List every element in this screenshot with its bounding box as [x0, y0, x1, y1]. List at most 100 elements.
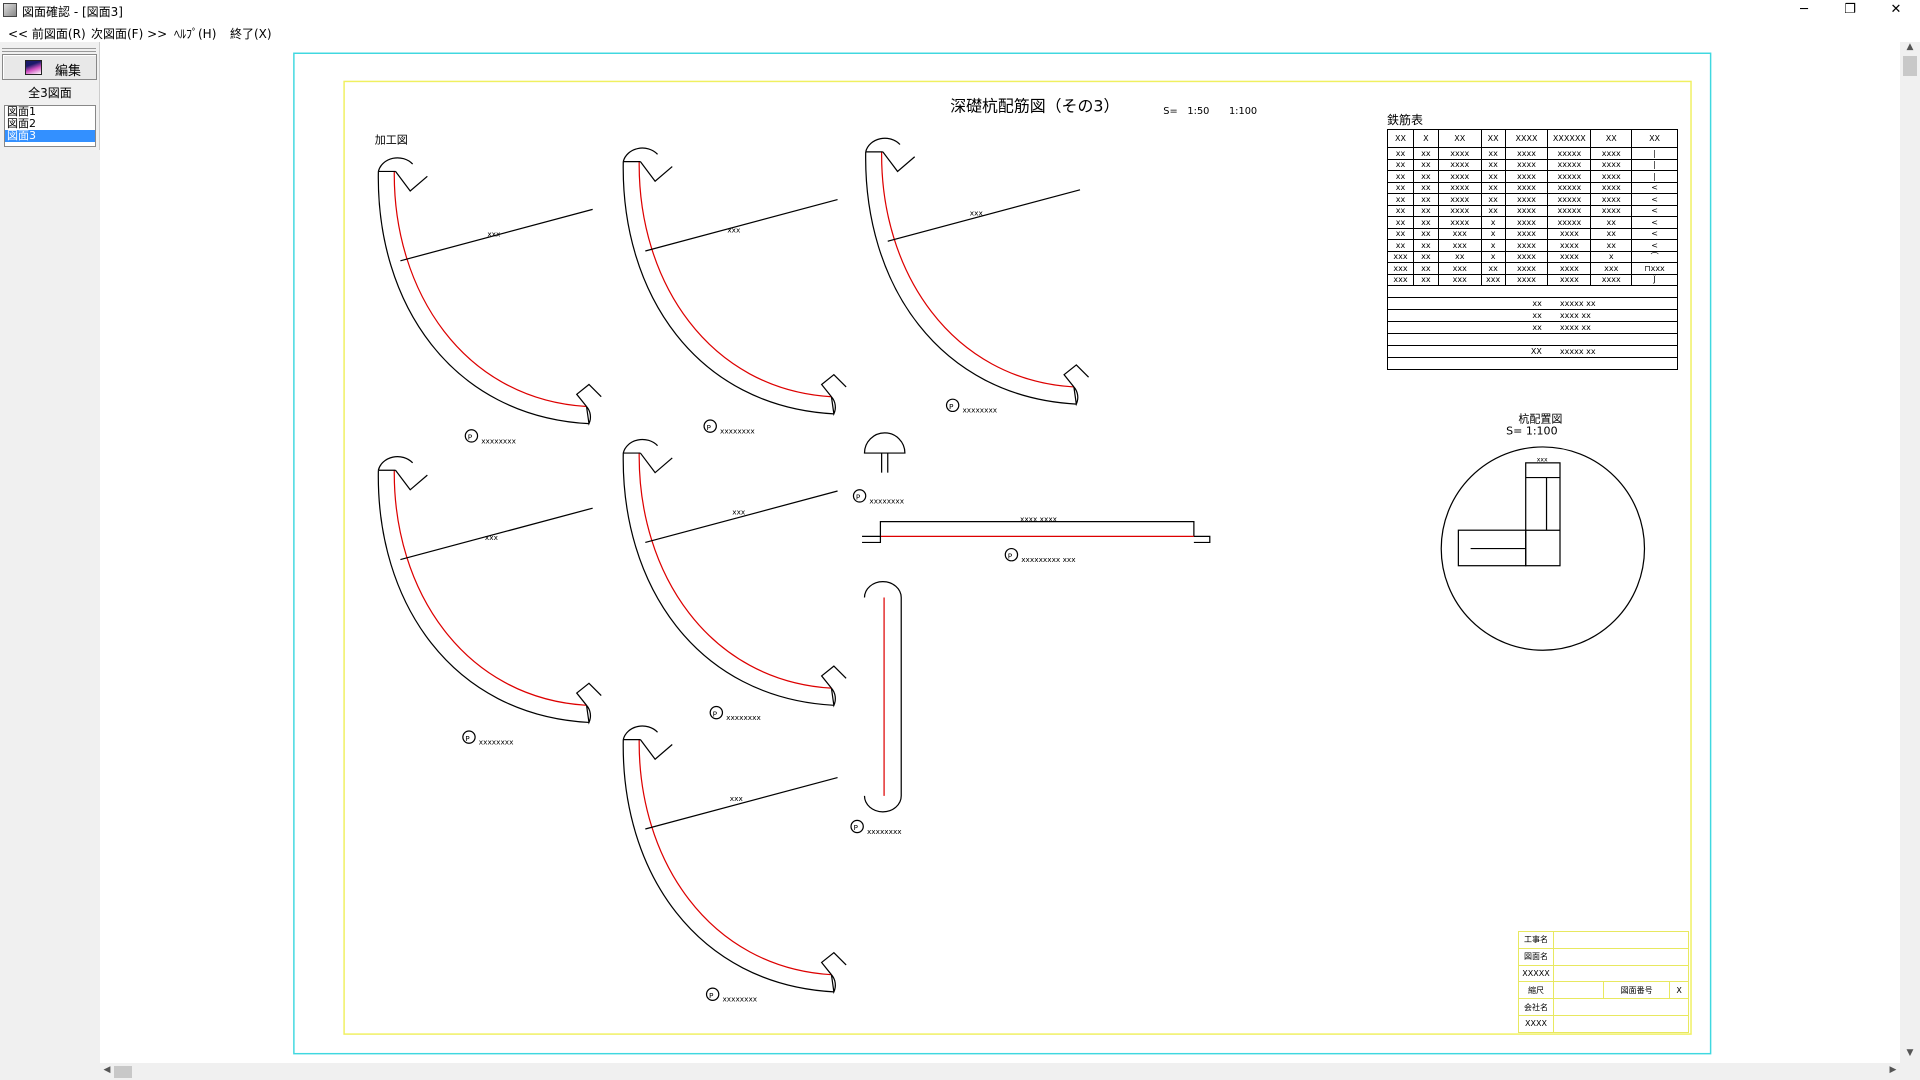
- edit-icon: [25, 60, 42, 75]
- rebar-table-cell: xxxxx: [1547, 181, 1592, 194]
- toolbar-grip[interactable]: [2, 48, 96, 52]
- rebar-table-cell: xxx: [1480, 273, 1506, 286]
- rebar-table-cell: xx: [1437, 250, 1482, 263]
- scroll-down-arrow[interactable]: ▼: [1906, 1048, 1914, 1058]
- menu-next-drawing[interactable]: 次図面(F) >>: [91, 27, 168, 41]
- tb-label: 図面名: [1518, 947, 1554, 966]
- vertical-scrollbar[interactable]: ▲ ▼: [1900, 42, 1920, 1063]
- rebar-table-cell: xxxx: [1437, 193, 1482, 206]
- rebar-table-cell: [1547, 357, 1678, 370]
- tb-label: XXXXX: [1518, 964, 1554, 983]
- rebar-table-cell: xxxx: [1437, 170, 1482, 183]
- drawing-list[interactable]: 図面1 図面2 図面3: [4, 105, 96, 147]
- scroll-left-arrow[interactable]: ◀: [103, 1065, 111, 1075]
- rebar-table-cell: xxx: [1387, 273, 1414, 286]
- menu-exit[interactable]: 終了(X): [230, 27, 272, 41]
- rebar-table-cell: xxxxx: [1547, 170, 1592, 183]
- rebar-table-cell: xxxxx xx: [1547, 297, 1678, 310]
- scroll-right-arrow[interactable]: ▶: [1889, 1065, 1897, 1075]
- rebar-table-cell: xx: [1412, 158, 1439, 171]
- rebar-table-cell: xxxx: [1590, 181, 1633, 194]
- rebar-table-cell: [1386, 285, 1548, 298]
- rebar-table-cell: xxxxx: [1547, 204, 1592, 217]
- rebar-table-cell: xx: [1412, 273, 1439, 286]
- tb-label: 工事名: [1518, 931, 1554, 949]
- horizontal-scroll-thumb[interactable]: [114, 1066, 132, 1078]
- rebar-table-cell: xxxx: [1504, 273, 1549, 286]
- title-bar: 図面確認 - [図面3] ─ ❐ ✕: [0, 0, 1920, 22]
- rebar-table-cell: xxx: [1437, 239, 1482, 252]
- rebar-table-cell: x: [1480, 216, 1506, 229]
- rebar-table-cell: X: [1412, 129, 1439, 148]
- rebar-table-cell: xxxx: [1504, 227, 1549, 240]
- minimize-button[interactable]: ─: [1800, 2, 1808, 17]
- rebar-table-cell: |: [1631, 147, 1678, 160]
- rebar-table-cell: xx: [1386, 321, 1548, 334]
- rebar-table-cell: xxxx: [1590, 193, 1633, 206]
- rebar-table-cell: x: [1590, 250, 1633, 263]
- rebar-table-cell: xx: [1387, 158, 1414, 171]
- rebar-table-row: [1386, 333, 1678, 346]
- rebar-table-cell: ⊓xxx: [1631, 262, 1678, 275]
- rebar-table-cell: xx: [1412, 227, 1439, 240]
- rebar-table-cell: xx: [1386, 309, 1548, 322]
- rebar-table-cell: xxxx: [1504, 250, 1549, 263]
- rebar-table-cell: xxx: [1387, 250, 1414, 263]
- tb-label: 会社名: [1518, 998, 1554, 1016]
- rebar-table-title: 鉄筋表: [1387, 113, 1424, 127]
- rebar-table-cell: xx: [1387, 147, 1414, 160]
- sidebar: 編集 全3図面 図面1 図面2 図面3: [0, 42, 100, 150]
- rebar-table-cell: xxxx: [1504, 262, 1549, 275]
- rebar-table-cell: xxxx: [1504, 158, 1549, 171]
- rebar-table-cell: xxxx: [1590, 273, 1633, 286]
- rebar-table-cell: xx: [1590, 216, 1633, 229]
- rebar-table-cell: xxxx: [1437, 216, 1482, 229]
- drawing-list-item[interactable]: 図面1: [7, 105, 36, 118]
- rebar-table-cell: XX: [1387, 129, 1414, 148]
- rebar-table-cell: xx: [1480, 147, 1506, 160]
- scroll-up-arrow[interactable]: ▲: [1906, 42, 1914, 52]
- rebar-table-cell: xx: [1590, 239, 1633, 252]
- restore-button[interactable]: ❐: [1844, 2, 1856, 17]
- rebar-table-cell: XX: [1480, 129, 1506, 148]
- rebar-table-cell: XXXXXX: [1547, 129, 1592, 148]
- close-button[interactable]: ✕: [1890, 2, 1902, 17]
- rebar-table-cell: xxxx: [1437, 181, 1482, 194]
- rebar-table-cell: xxxx: [1504, 204, 1549, 217]
- rebar-table-cell: XX: [1386, 345, 1548, 358]
- rebar-table-cell: xxxx: [1547, 239, 1592, 252]
- rebar-table-cell: [1547, 333, 1678, 346]
- rebar-table-cell: <: [1631, 181, 1678, 194]
- vertical-scroll-thumb[interactable]: [1903, 56, 1917, 76]
- rebar-table-cell: xx: [1412, 193, 1439, 206]
- rebar-table-cell: xxxx: [1504, 239, 1549, 252]
- edit-button[interactable]: 編集: [2, 54, 97, 80]
- rebar-table-row: [1386, 357, 1678, 370]
- horizontal-scrollbar[interactable]: ◀ ▶: [100, 1063, 1900, 1080]
- rebar-table-cell: <: [1631, 204, 1678, 217]
- rebar-table-cell: xx: [1480, 181, 1506, 194]
- tb-label: 縮尺: [1518, 981, 1554, 1000]
- drawing-list-item-selected[interactable]: 図面3: [5, 130, 95, 142]
- menu-help[interactable]: ﾍﾙﾌﾟ(H): [174, 27, 217, 41]
- rebar-table-cell: xx: [1387, 216, 1414, 229]
- drawing-list-item[interactable]: 図面2: [7, 117, 36, 130]
- rebar-table-cell: xx: [1387, 170, 1414, 183]
- app-icon: [3, 3, 17, 17]
- rebar-table-cell: x: [1480, 227, 1506, 240]
- rebar-table-cell: x: [1480, 250, 1506, 263]
- rebar-table-cell: [1386, 333, 1548, 346]
- tb-label: XXXX: [1518, 1014, 1554, 1033]
- menu-prev-drawing[interactable]: << 前図面(R): [8, 27, 86, 41]
- rebar-table-cell: |: [1631, 170, 1678, 183]
